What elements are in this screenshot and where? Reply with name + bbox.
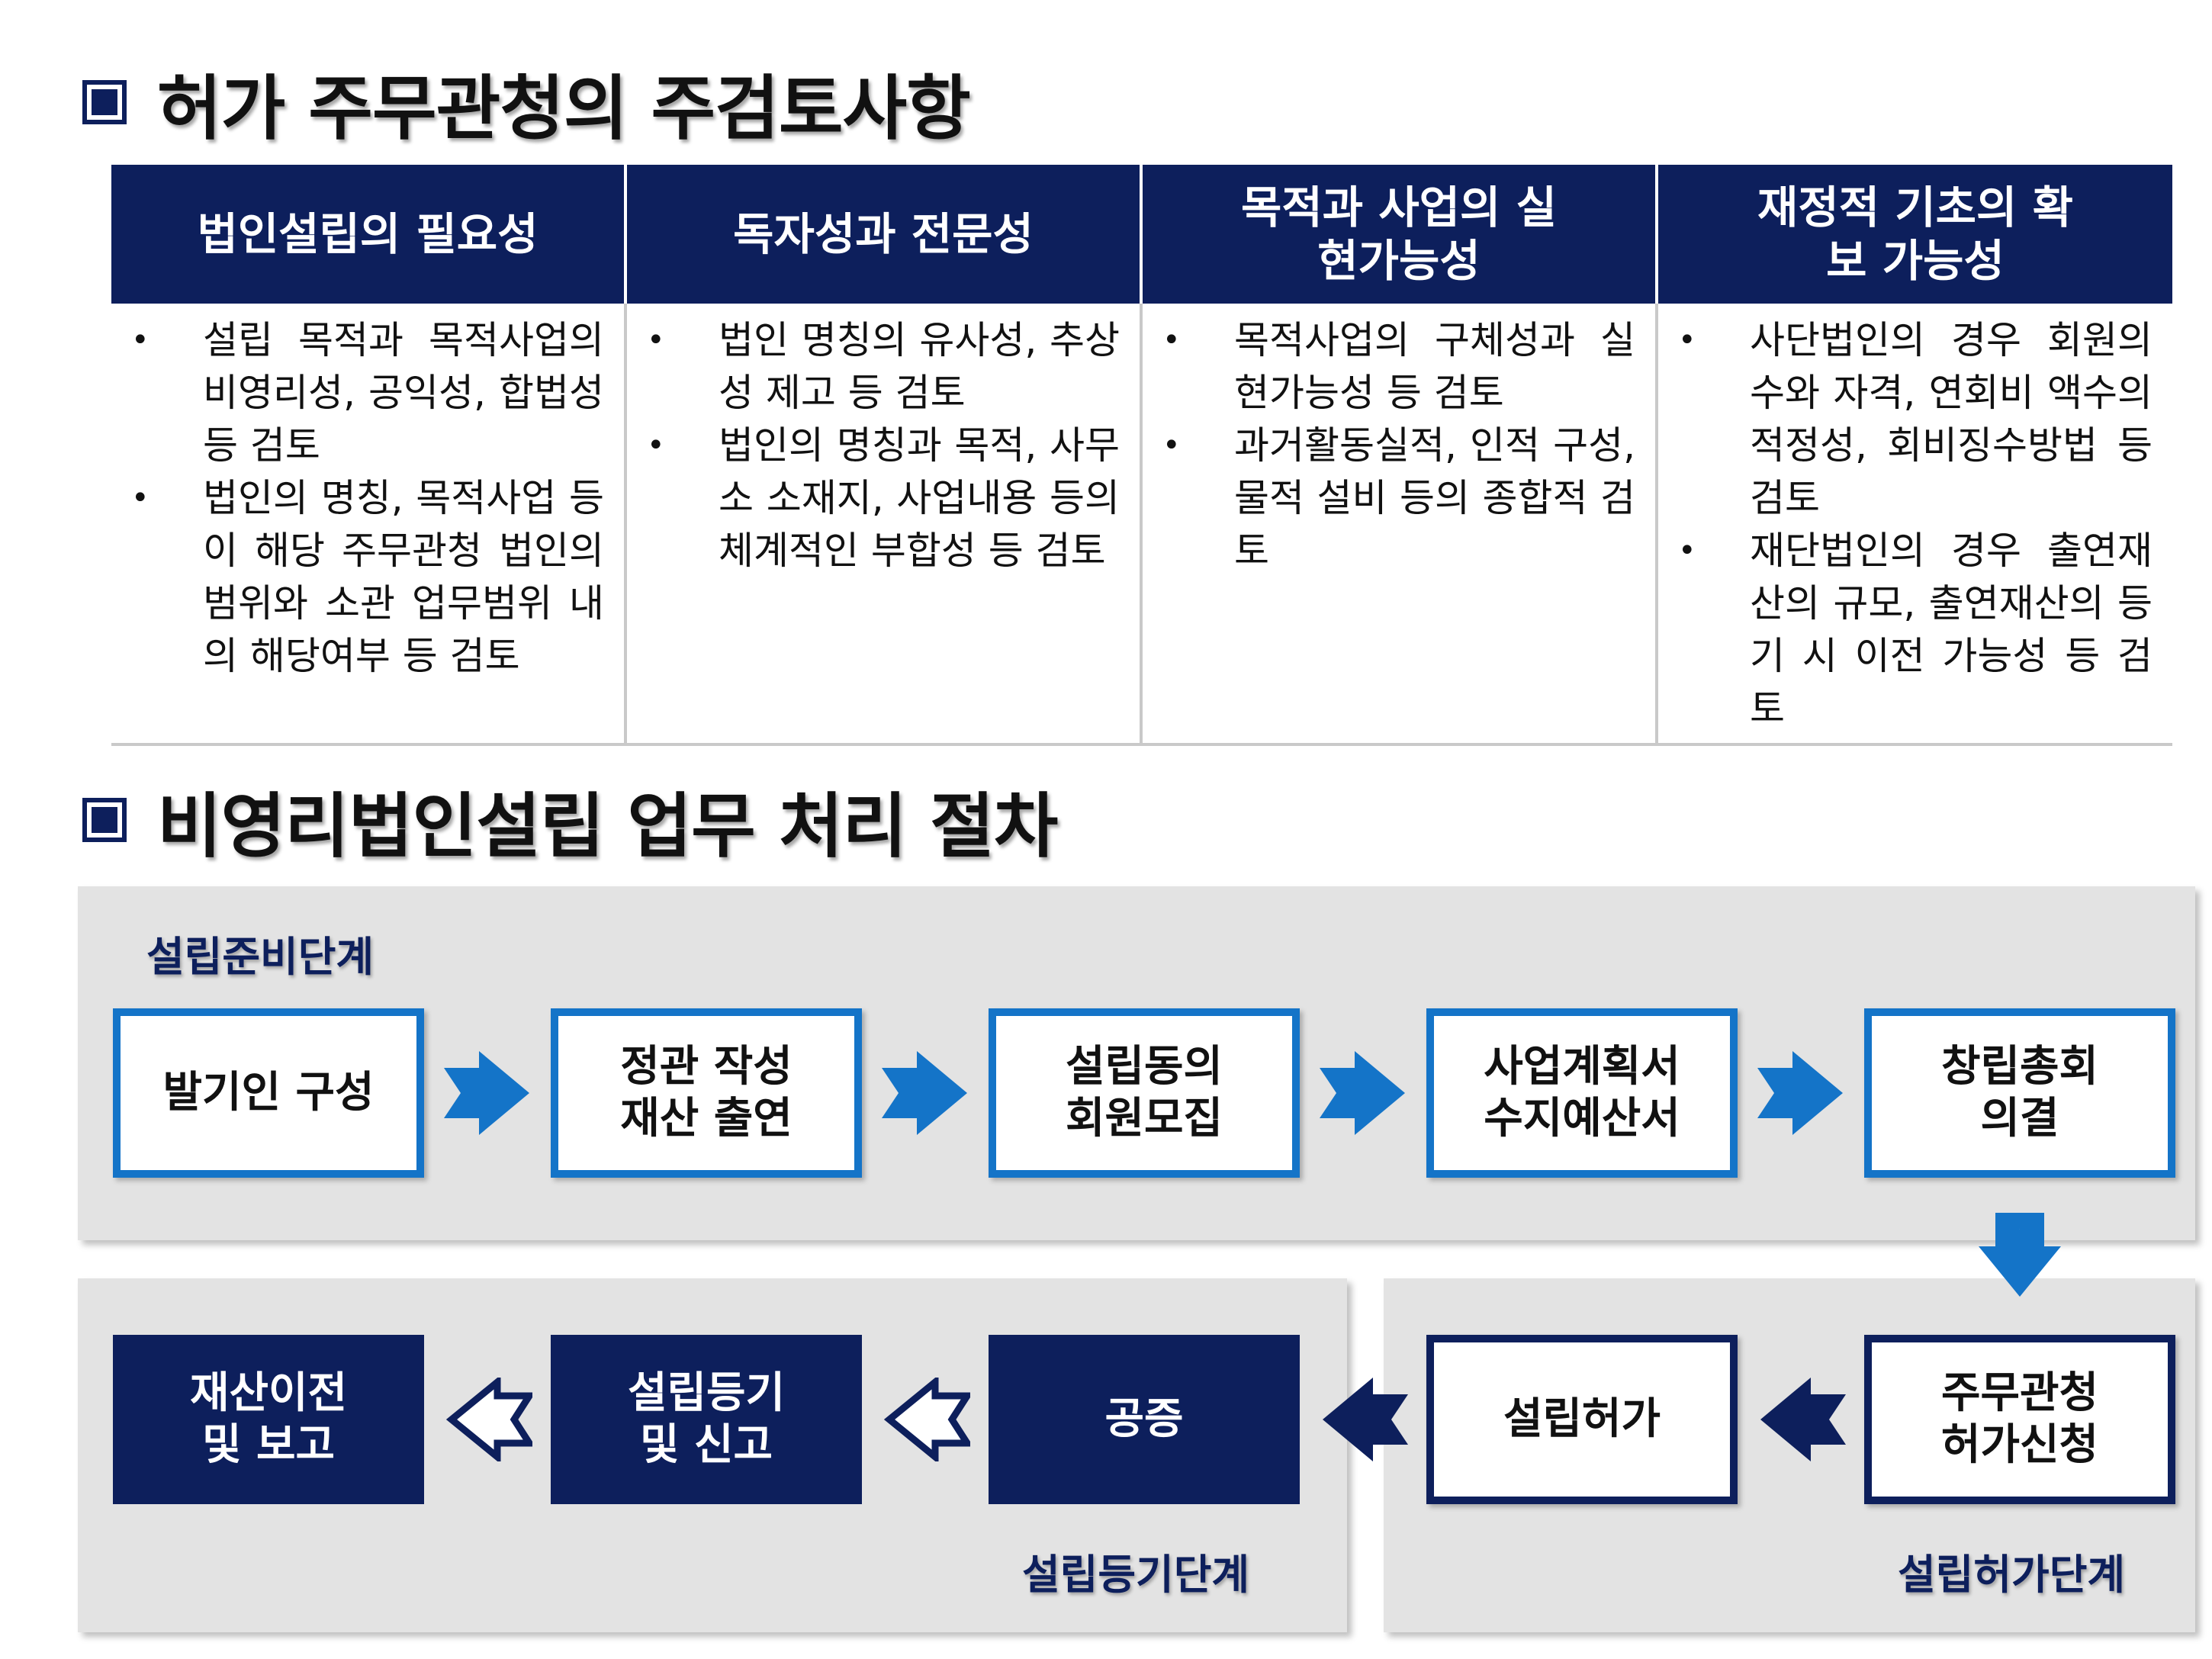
arrow-left-icon (1760, 1378, 1846, 1461)
stage-label-registration: 설립등기단계 (1022, 1551, 1250, 1599)
column-header-text: 법인설립의 필요성 (197, 208, 539, 260)
bullet-item: 사단법인의 경우 회원의 수와 자격, 연회비 액수의 적정성, 회비징수방법 … (1658, 314, 2153, 525)
step-asset-transfer: 재산이전 및 보고 (113, 1335, 424, 1504)
bullet-item: 과거활동실적, 인적 구성, 물적 설비 등의 종합적 검토 (1143, 420, 1635, 577)
bullet-item: 법인의 명칭과 목적, 사무소 소재지, 사업내용 등의 체계적인 부합성 등 … (627, 420, 1120, 577)
step-label: 설립동의 회원모집 (1065, 1042, 1223, 1143)
column-divider (1655, 165, 1658, 746)
column-divider-header (624, 165, 627, 304)
step-registration-report: 설립등기 및 신고 (551, 1335, 862, 1504)
arrow-right-icon (1320, 1051, 1405, 1135)
square-bullet-icon (82, 798, 127, 842)
table-bottom-border (111, 743, 2172, 746)
step-business-plan: 사업계획서 수지예산서 (1426, 1008, 1738, 1178)
step-notarization: 공증 (989, 1335, 1300, 1504)
step-articles: 정관 작성 재산 출연 (551, 1008, 862, 1178)
column-header-finance: 재정적 기초의 확보 가능성 (1658, 165, 2172, 304)
arrow-down-icon (1979, 1213, 2061, 1297)
column-body-feasibility: 목적사업의 구체성과 실현가능성 등 검토 과거활동실적, 인적 구성, 물적 … (1143, 314, 1635, 577)
step-permission-granted: 설립허가 (1426, 1335, 1738, 1504)
step-label: 창립총회 의결 (1940, 1042, 2099, 1143)
section-heading-review: 허가 주무관청의 주검토사항 (82, 49, 971, 156)
step-label: 설립등기 및 신고 (627, 1368, 786, 1470)
step-label: 정관 작성 재산 출연 (620, 1042, 793, 1143)
step-permission-application: 주무관청 허가신청 (1864, 1335, 2175, 1504)
column-body-necessity: 설립 목적과 목적사업의 비영리성, 공익성, 합법성 등 검토 법인의 명칭,… (111, 314, 604, 683)
column-header-feasibility: 목적과 사업의 실현가능성 (1143, 165, 1655, 304)
column-header-necessity: 법인설립의 필요성 (111, 165, 624, 304)
column-divider-header (1140, 165, 1143, 304)
step-founders: 발기인 구성 (113, 1008, 424, 1178)
column-body-independence: 법인 명칭의 유사성, 추상성 제고 등 검토 법인의 명칭과 목적, 사무소 … (627, 314, 1120, 577)
step-label: 설립허가 (1503, 1394, 1661, 1444)
step-label: 사업계획서 수지예산서 (1484, 1042, 1680, 1143)
arrow-right-icon (444, 1051, 529, 1135)
column-divider-header (1655, 165, 1658, 304)
step-label: 주무관청 허가신청 (1940, 1368, 2099, 1470)
arrow-right-icon (882, 1051, 967, 1135)
bullet-item: 목적사업의 구체성과 실현가능성 등 검토 (1143, 314, 1635, 420)
bullet-item: 재단법인의 경우 출연재산의 규모, 출연재산의 등기 시 이전 가능성 등 검… (1658, 525, 2153, 735)
column-header-text: 재정적 기초의 확보 가능성 (1757, 182, 2073, 287)
arrow-left-icon (1323, 1378, 1408, 1461)
column-header-independence: 독자성과 전문성 (627, 165, 1140, 304)
arrow-left-outline-icon (445, 1378, 532, 1461)
column-divider (1140, 165, 1143, 746)
step-label: 공증 (1104, 1394, 1184, 1444)
step-general-meeting: 창립총회 의결 (1864, 1008, 2175, 1178)
section-title: 비영리법인설립 업무 처리 절차 (157, 785, 1058, 867)
bullet-item: 법인 명칭의 유사성, 추상성 제고 등 검토 (627, 314, 1120, 420)
section-title: 허가 주무관청의 주검토사항 (157, 67, 971, 150)
column-divider (624, 165, 627, 746)
step-label: 발기인 구성 (162, 1068, 375, 1117)
arrow-right-icon (1757, 1051, 1843, 1135)
column-body-finance: 사단법인의 경우 회원의 수와 자격, 연회비 액수의 적정성, 회비징수방법 … (1658, 314, 2153, 735)
step-members: 설립동의 회원모집 (989, 1008, 1300, 1178)
square-bullet-icon (82, 80, 127, 124)
column-header-text: 독자성과 전문성 (733, 208, 1034, 260)
stage-label-permission: 설립허가단계 (1898, 1551, 2126, 1599)
bullet-item: 설립 목적과 목적사업의 비영리성, 공익성, 합법성 등 검토 (111, 314, 604, 472)
bullet-item: 법인의 명칭, 목적사업 등이 해당 주무관청 법인의 범위와 소관 업무범위 … (111, 472, 604, 683)
column-header-text: 목적과 사업의 실현가능성 (1241, 182, 1557, 287)
step-label: 재산이전 및 보고 (189, 1368, 348, 1470)
section-heading-procedure: 비영리법인설립 업무 처리 절차 (82, 767, 1058, 873)
arrow-left-outline-icon (883, 1378, 970, 1461)
stage-label-preparation: 설립준비단계 (146, 933, 375, 981)
